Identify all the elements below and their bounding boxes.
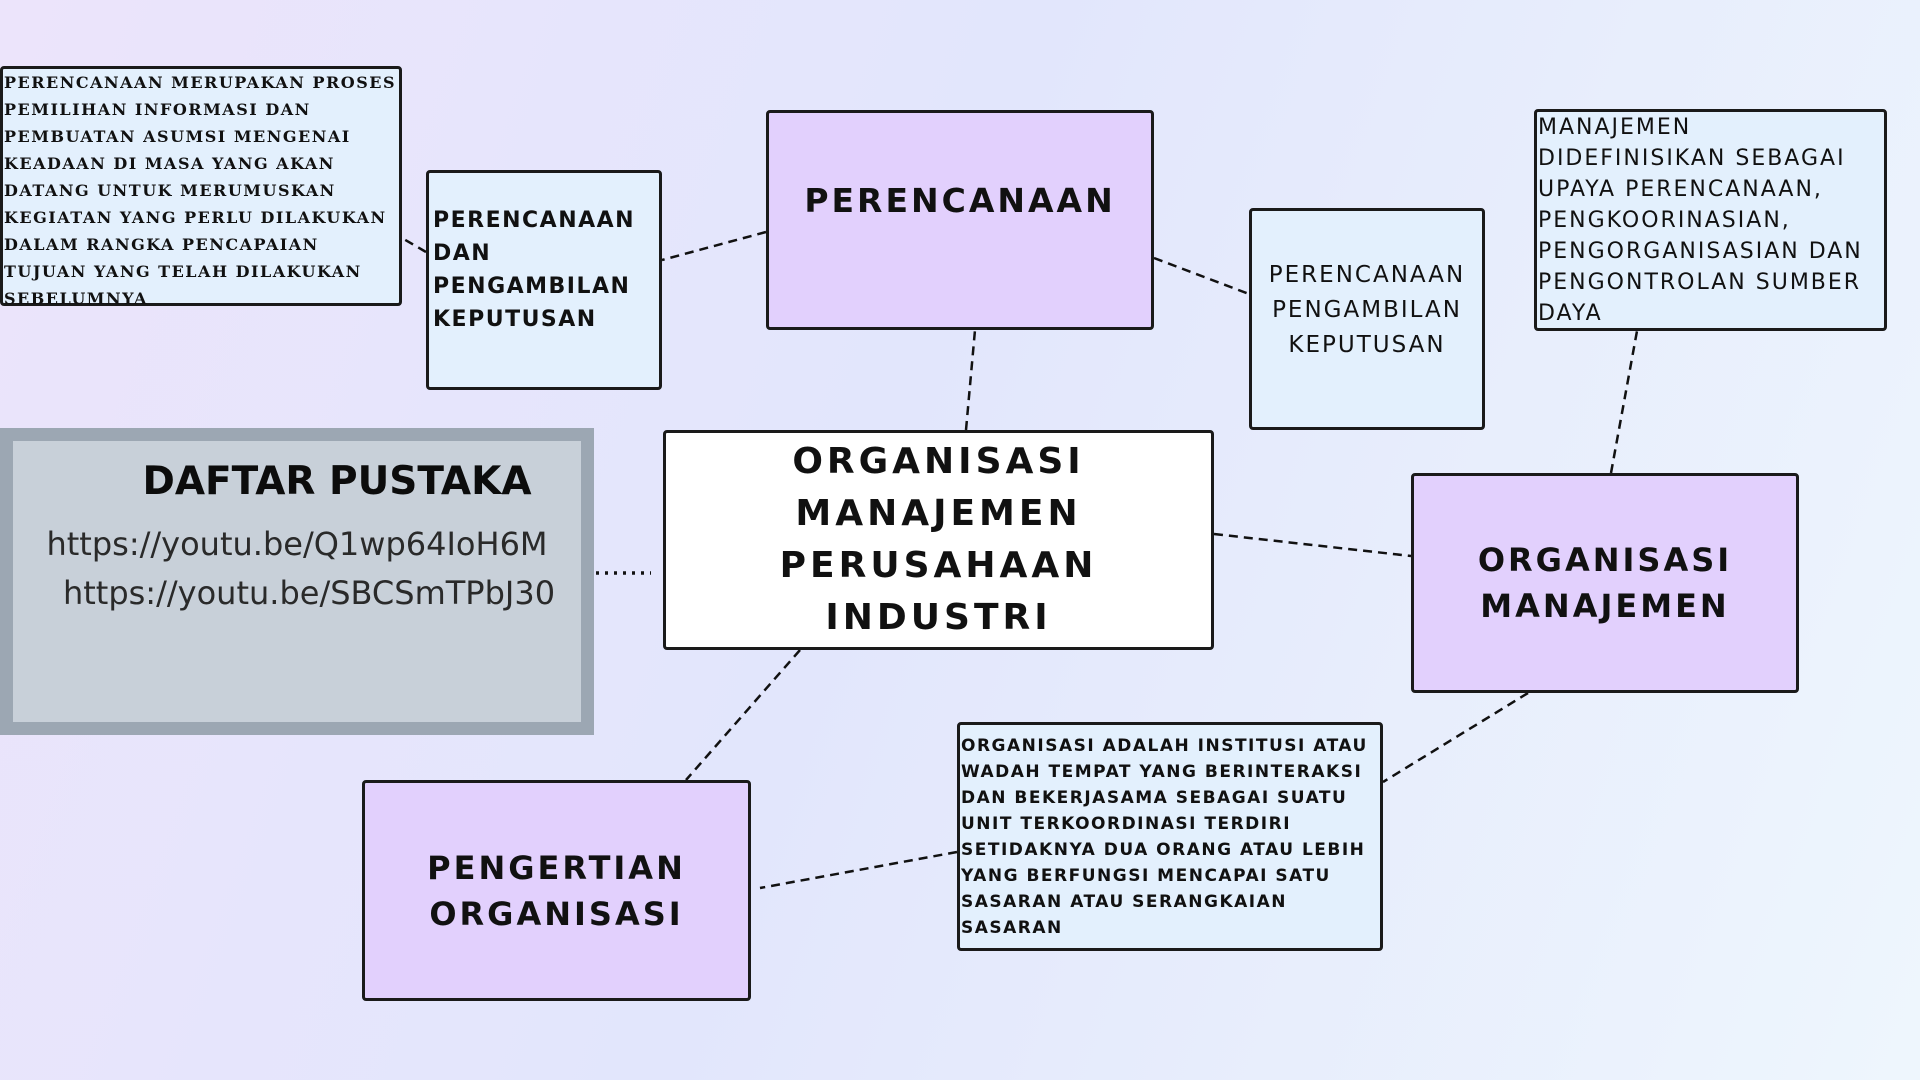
manajemen-desc-text: MANAJEMEN DIDEFINISIKAN SEBAGAI UPAYA PE… (1538, 115, 1863, 326)
perencanaan-desc-text: PERENCANAAN MERUPAKAN PROSES PEMILIHAN I… (4, 73, 397, 308)
connector-orgman-desc (1609, 330, 1639, 474)
daftar-pustaka-box: DAFTAR PUSTAKA https://youtu.be/Q1wp64Io… (0, 428, 594, 735)
organisasi-desc-text: ORGANISASI ADALAH INSTITUSI ATAU WADAH T… (961, 735, 1368, 938)
pustaka-link-2[interactable]: https://youtu.be/SBCSmTPbJ30 (62, 574, 556, 612)
connector-orgdesc-pengertian (759, 850, 958, 890)
connector-center-pengertian (685, 649, 801, 781)
perencanaan-right-node: PERENCANAAN PENGAMBILAN KEPUTUSAN (1249, 208, 1485, 430)
center-node: ORGANISASI MANAJEMEN PERUSAHAAN INDUSTRI (663, 430, 1214, 650)
perencanaan-right-label: PERENCANAAN PENGAMBILAN KEPUTUSAN (1268, 261, 1466, 358)
connector-orgman-orgdesc (1382, 691, 1529, 784)
organisasi-manajemen-node: ORGANISASI MANAJEMEN (1411, 473, 1799, 693)
pengertian-organisasi-node: PENGERTIAN ORGANISASI (362, 780, 751, 1001)
connector-perencanaan-right (1153, 256, 1250, 296)
connector-perencanaan-left (661, 230, 767, 262)
pustaka-link-1[interactable]: https://youtu.be/Q1wp64IoH6M (46, 525, 548, 563)
connector-left-desc (401, 236, 427, 254)
perencanaan-left-node: PERENCANAAN DAN PENGAMBILAN KEPUTUSAN (426, 170, 662, 390)
perencanaan-node: PERENCANAAN (766, 110, 1154, 330)
organisasi-manajemen-label: ORGANISASI MANAJEMEN (1477, 541, 1733, 625)
perencanaan-node-label: PERENCANAAN (804, 180, 1116, 220)
connector-center-perencanaan (964, 329, 977, 431)
perencanaan-left-label: PERENCANAAN DAN PENGAMBILAN KEPUTUSAN (433, 208, 636, 332)
connector-center-orgman (1213, 532, 1412, 558)
pengertian-organisasi-label: PENGERTIAN ORGANISASI (427, 848, 686, 933)
center-node-label: ORGANISASI MANAJEMEN PERUSAHAAN INDUSTRI (779, 441, 1098, 638)
manajemen-desc-node: MANAJEMEN DIDEFINISIKAN SEBAGAI UPAYA PE… (1534, 109, 1887, 331)
organisasi-desc-node: ORGANISASI ADALAH INSTITUSI ATAU WADAH T… (957, 722, 1383, 951)
perencanaan-desc-node: PERENCANAAN MERUPAKAN PROSES PEMILIHAN I… (0, 66, 402, 308)
daftar-pustaka-title: DAFTAR PUSTAKA (142, 459, 532, 504)
